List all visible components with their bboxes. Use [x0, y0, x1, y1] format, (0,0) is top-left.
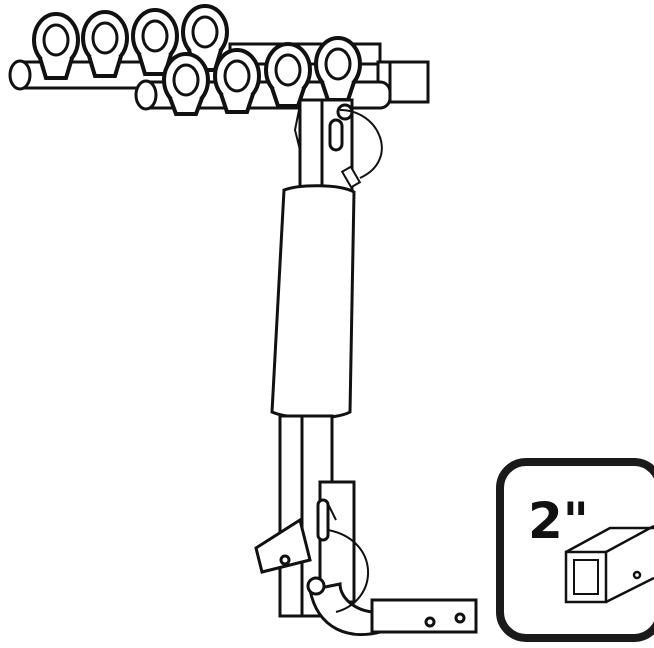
hitch-size-label: 2"	[528, 492, 589, 550]
cradle-icon	[81, 10, 129, 78]
hitch-size-badge: 2"	[496, 458, 654, 642]
safety-cable-bottom	[325, 499, 370, 613]
hitch-arm	[306, 576, 478, 637]
rear-cradles	[32, 4, 229, 80]
hitch-bracket	[254, 480, 356, 604]
cradle-icon	[131, 8, 179, 76]
cradle-icon	[162, 52, 210, 116]
upper-mast	[298, 98, 354, 202]
cradle-icon	[213, 48, 261, 114]
front-cradles	[162, 36, 362, 116]
cradle-icon	[264, 42, 312, 108]
receiver-tube-icon	[564, 524, 654, 604]
cradle-icon	[32, 12, 80, 80]
cradle-icon	[314, 36, 362, 102]
safety-cable-top	[293, 104, 383, 189]
foam-sleeve	[270, 184, 356, 420]
